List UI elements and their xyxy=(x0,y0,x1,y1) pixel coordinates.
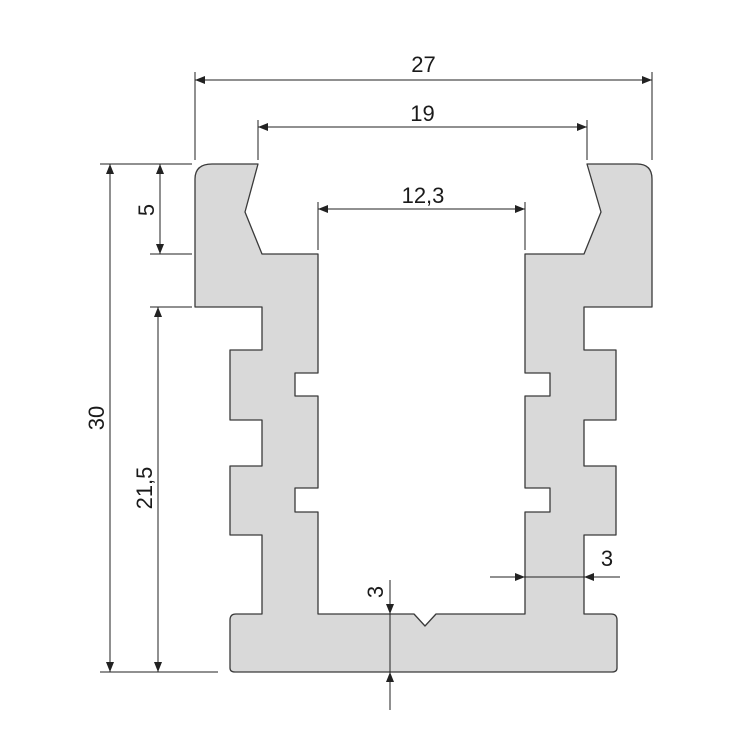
aluminum-profile-section xyxy=(194,163,653,673)
inner-width-label: 12,3 xyxy=(402,183,445,208)
opening-width-label: 19 xyxy=(410,101,434,126)
dimension-top-lip-height: 5 xyxy=(134,164,164,254)
dimension-inner-width: 12,3 xyxy=(318,183,525,213)
overall-width-label: 27 xyxy=(411,52,435,77)
overall-height-label: 30 xyxy=(84,406,109,430)
dimension-wall-thickness: 3 xyxy=(490,546,620,581)
top-lip-height-label: 5 xyxy=(134,204,159,216)
dimension-overall-width: 27 xyxy=(195,52,652,84)
dimension-overall-height: 30 xyxy=(84,164,114,672)
dimension-base-thickness: 3 xyxy=(363,580,394,708)
wall-thickness-label: 3 xyxy=(601,546,613,571)
body-height-label: 21,5 xyxy=(132,467,157,510)
base-thickness-label: 3 xyxy=(363,586,388,598)
dimension-opening-width: 19 xyxy=(258,101,587,131)
dimension-body-height: 21,5 xyxy=(132,307,162,672)
